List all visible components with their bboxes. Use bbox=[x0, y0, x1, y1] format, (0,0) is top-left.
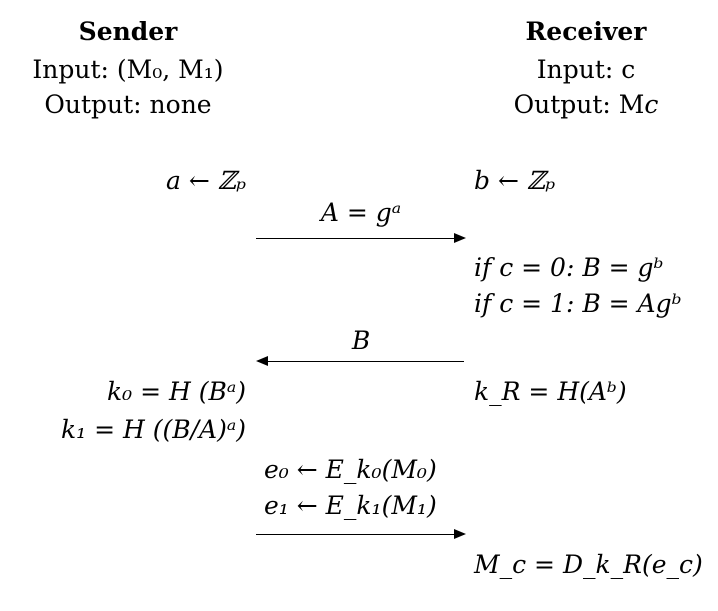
arrow-sender-to-receiver-ciphertexts bbox=[256, 529, 466, 539]
message-a-label: A = gᵃ bbox=[320, 198, 402, 227]
arrow-receiver-to-sender-b bbox=[256, 356, 464, 366]
encryption-e1: e₁ ← E_k₁(M₁) bbox=[264, 491, 437, 520]
receiver-title: Receiver bbox=[525, 17, 647, 46]
message-b-label: B bbox=[351, 326, 371, 355]
sender-k1: k₁ = H ((B/A)ᵃ) bbox=[60, 415, 246, 444]
receiver-output: Output: M𝑐 bbox=[513, 90, 659, 119]
receiver-input: Input: c bbox=[536, 55, 636, 84]
receiver-kr: k_R = H(Aᵇ) bbox=[474, 377, 627, 406]
receiver-result: M_c = D_k_R(e_c) bbox=[474, 550, 703, 579]
sender-sample: a ← ℤₚ bbox=[166, 166, 246, 195]
arrow-sender-to-receiver-a bbox=[256, 233, 466, 243]
sender-input: Input: (M₀, M₁) bbox=[32, 55, 224, 84]
sender-output: Output: none bbox=[44, 90, 212, 119]
sender-title: Sender bbox=[78, 17, 178, 46]
sender-k0: k₀ = H (Bᵃ) bbox=[106, 377, 246, 406]
receiver-sample: b ← ℤₚ bbox=[474, 166, 556, 195]
receiver-b-case0: if c = 0: B = gᵇ bbox=[474, 253, 664, 282]
receiver-b-case1: if c = 1: B = Agᵇ bbox=[474, 289, 682, 318]
encryption-e0: e₀ ← E_k₀(M₀) bbox=[264, 455, 437, 484]
